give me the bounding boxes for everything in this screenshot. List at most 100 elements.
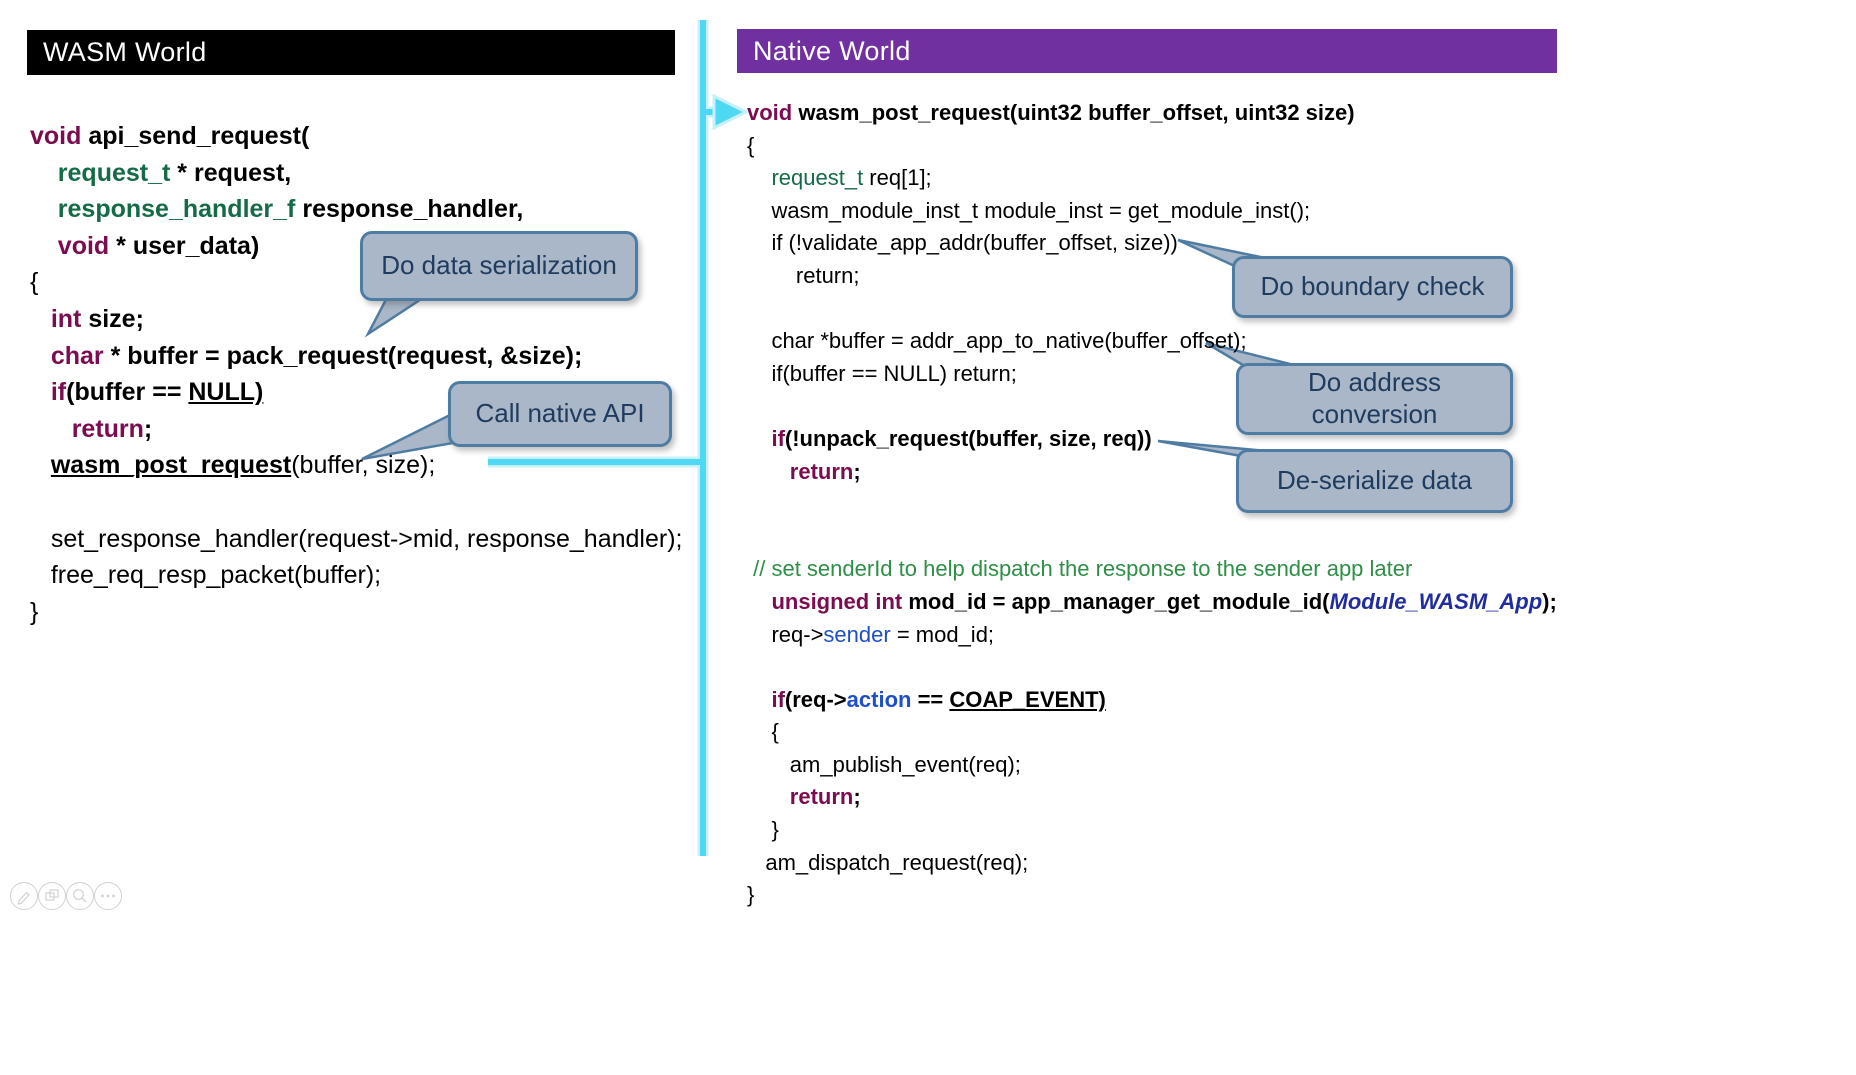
code-segment: (buffer == [66, 378, 189, 407]
callout-do-data-serialization: Do data serialization [360, 231, 638, 301]
callout-do-address-conversion: Do address conversion [1236, 363, 1513, 435]
code-segment [747, 426, 771, 451]
code-segment: mod_id = app_manager_get_module_id( [902, 588, 1330, 614]
code-segment: size; [81, 304, 144, 333]
code-segment: char [50, 341, 104, 370]
code-segment: request_t [771, 165, 864, 191]
code-segment: return [789, 784, 854, 810]
code-segment: void [30, 122, 82, 150]
code-segment [30, 451, 51, 479]
code-line: response_handler_f response_handler, [30, 191, 682, 228]
code-line: am_publish_event(req); [747, 749, 1557, 782]
callout-text: De-serialize data [1276, 465, 1473, 496]
code-segment: wasm_module_inst_t module_inst = get_mod… [747, 197, 1311, 223]
code-line: return; [747, 781, 1557, 814]
code-segment: if(buffer == NULL) return; [747, 360, 1017, 386]
code-line [747, 651, 1557, 684]
code-segment: // set senderId to help dispatch the res… [753, 556, 1413, 582]
code-segment: return [71, 414, 144, 443]
code-segment: if [771, 425, 785, 451]
native-world-title: Native World [753, 35, 911, 66]
callout-text: Do address conversion [1308, 367, 1441, 429]
code-segment [747, 784, 790, 809]
callout-do-boundary-check: Do boundary check [1232, 256, 1513, 318]
code-line: return; [30, 411, 682, 448]
zoom-icon[interactable] [66, 882, 94, 910]
code-line: req->sender = mod_id; [747, 619, 1557, 652]
code-segment: (!unpack_request(buffer, size, req)) [784, 425, 1152, 451]
code-line: request_t req[1]; [747, 162, 1557, 195]
code-line: if(buffer == NULL) return; [747, 358, 1557, 391]
code-segment: req[1]; [863, 165, 932, 191]
code-line: void * user_data) [30, 228, 682, 265]
code-line: { [747, 130, 1557, 163]
code-segment: (buffer, size); [291, 451, 436, 480]
code-line: } [747, 879, 1557, 912]
code-segment [30, 232, 58, 260]
code-segment [30, 305, 51, 333]
code-segment: COAP_EVENT) [949, 686, 1106, 712]
code-segment: request_t [57, 158, 171, 187]
code-segment: NULL) [188, 378, 264, 407]
code-segment: == [911, 686, 950, 712]
pen-icon[interactable] [10, 882, 38, 910]
code-line: char *buffer = addr_app_to_native(buffer… [747, 325, 1557, 358]
code-segment [30, 342, 51, 370]
wasm-world-title: WASM World [43, 37, 207, 67]
code-line: int size; [30, 301, 682, 338]
slide-sorter-icon[interactable] [38, 882, 66, 910]
code-line: set_response_handler(request->mid, respo… [30, 521, 683, 558]
code-line: if (!validate_app_addr(buffer_offset, si… [747, 227, 1557, 260]
code-segment: if [50, 378, 67, 407]
code-line: void api_send_request( [30, 118, 682, 155]
code-segment: response_handler_f [57, 195, 296, 224]
code-line: { [747, 716, 1557, 749]
code-line [30, 484, 682, 521]
code-segment: } [747, 817, 779, 843]
code-segment: sender [823, 621, 891, 647]
code-line: free_req_resp_packet(buffer); [30, 557, 682, 594]
code-segment: return; [747, 262, 860, 288]
code-line: void wasm_post_request(uint32 buffer_off… [747, 97, 1557, 130]
code-line: unsigned int mod_id = app_manager_get_mo… [747, 586, 1556, 619]
code-segment: api_send_request( [81, 122, 310, 150]
code-line: return; [747, 260, 1557, 293]
code-segment: free_req_resp_packet(buffer); [30, 561, 382, 590]
code-segment: { [30, 268, 39, 297]
code-line: am_dispatch_request(req); [747, 847, 1557, 880]
code-line: char * buffer = pack_request(request, &s… [30, 338, 682, 375]
code-segment: response_handler, [295, 195, 524, 224]
code-segment: wasm_post_request [50, 451, 292, 480]
callout-text: Call native API [475, 398, 645, 429]
code-segment: am_publish_event(req); [747, 751, 1021, 777]
code-segment [30, 159, 58, 187]
code-segment: am_dispatch_request(req); [747, 849, 1029, 875]
code-segment: { [747, 132, 755, 158]
code-segment: Module_WASM_App [1329, 588, 1543, 614]
code-line: return; [747, 456, 1557, 489]
code-segment: wasm_post_request(uint32 buffer_offset, … [792, 100, 1355, 125]
code-segment: } [30, 597, 39, 626]
code-line: if(!unpack_request(buffer, size, req)) [747, 423, 1557, 456]
code-line: wasm_post_request(buffer, size); [30, 447, 682, 484]
code-segment: * request, [170, 158, 292, 187]
code-segment: * user_data) [109, 231, 260, 260]
code-segment: req-> [747, 621, 824, 647]
code-line: { [30, 264, 682, 301]
code-segment: char *buffer = addr_app_to_native(buffer… [747, 328, 1247, 354]
code-segment: int [50, 304, 82, 333]
code-segment [747, 589, 771, 614]
wasm-code-block: void api_send_request( request_t * reque… [30, 118, 682, 630]
code-segment: { [747, 719, 779, 745]
code-segment: void [57, 231, 110, 260]
code-segment: ; [853, 458, 861, 484]
code-segment: = mod_id; [890, 621, 995, 647]
code-segment: * buffer = pack_request(request, &size); [103, 341, 583, 370]
more-options-icon[interactable] [94, 882, 122, 910]
native-code-block: void wasm_post_request(uint32 buffer_off… [747, 97, 1557, 912]
code-line: } [30, 594, 682, 631]
callout-de-serialize-data: De-serialize data [1236, 449, 1513, 513]
code-line: request_t * request, [30, 155, 682, 192]
callout-text: Do boundary check [1260, 271, 1485, 302]
code-segment [747, 459, 790, 484]
